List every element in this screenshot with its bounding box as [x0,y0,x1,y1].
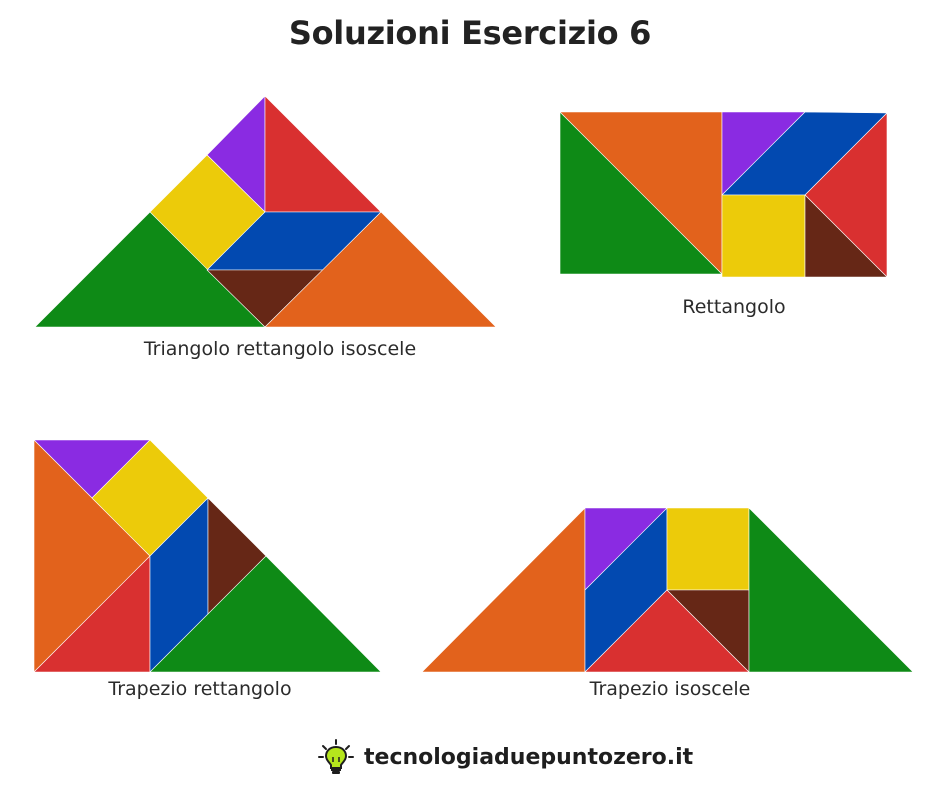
caption-rettangolo: Rettangolo [682,296,786,318]
lightbulb-icon [318,739,354,774]
tangram-green-triangle [748,507,914,673]
site-name: tecnologiaduepuntozero.it [364,744,694,770]
caption-trapezio-rettangolo: Trapezio rettangolo [108,678,292,700]
page-title: Soluzioni Esercizio 6 [288,14,652,52]
caption-triangolo: Triangolo rettangolo isoscele [143,338,417,360]
footer-brand: tecnologiaduepuntozero.it [318,738,693,776]
tangram-orange-triangle [421,507,586,673]
tangram-yellow-square [666,507,750,591]
caption-trapezio-isoscele: Trapezio isoscele [589,678,751,700]
tangram-green-triangle [149,555,382,673]
tangram-brown-triangle [804,194,888,278]
tangram-orange-triangle [264,211,497,328]
tangram-green-triangle [34,211,266,328]
